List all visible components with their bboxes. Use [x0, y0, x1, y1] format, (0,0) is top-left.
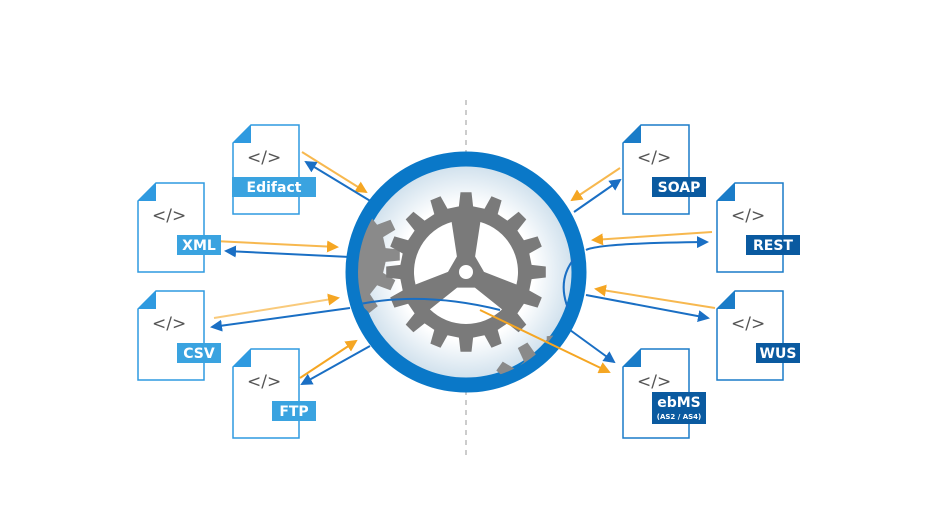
- folded-corner: [233, 125, 251, 143]
- document-soap: </> SOAP: [622, 124, 706, 215]
- doc-sublabel: (AS2 / AS4): [657, 413, 702, 421]
- folded-corner: [623, 125, 641, 143]
- doc-label-bg: [652, 392, 706, 424]
- code-icon: </>: [152, 206, 186, 226]
- doc-label: FTP: [279, 404, 308, 420]
- folded-corner: [717, 183, 735, 201]
- doc-label-bg: [177, 343, 221, 363]
- doc-label-bg: [272, 401, 316, 421]
- document-rest: </> REST: [716, 182, 800, 273]
- document-ebms: </> ebMS (AS2 / AS4): [622, 348, 706, 439]
- doc-label-bg: [746, 235, 800, 255]
- code-icon: </>: [637, 148, 671, 168]
- folded-corner: [623, 349, 641, 367]
- doc-label-bg: [756, 343, 800, 363]
- document-ftp: </> FTP: [232, 348, 316, 439]
- doc-label: XML: [182, 238, 216, 254]
- code-icon: </>: [247, 372, 281, 392]
- doc-label: REST: [753, 238, 793, 254]
- code-icon: </>: [731, 206, 765, 226]
- doc-label: ebMS: [657, 395, 701, 411]
- code-icon: </>: [247, 148, 281, 168]
- code-icon: </>: [731, 314, 765, 334]
- doc-label: Edifact: [247, 180, 302, 196]
- doc-label-bg: [177, 235, 221, 255]
- document-xml: </> XML: [137, 182, 221, 273]
- doc-label-bg: [232, 177, 316, 197]
- doc-label: WUS: [760, 346, 797, 362]
- document-wus: </> WUS: [716, 290, 800, 381]
- code-icon: </>: [152, 314, 186, 334]
- document-csv: </> CSV: [137, 290, 221, 381]
- folded-corner: [138, 183, 156, 201]
- document-edifact: </> Edifact: [232, 124, 316, 215]
- connection-arrows: [210, 151, 716, 385]
- code-icon: </>: [637, 372, 671, 392]
- hub: [345, 151, 611, 393]
- folded-corner: [233, 349, 251, 367]
- doc-label-bg: [652, 177, 706, 197]
- doc-label: SOAP: [658, 180, 701, 196]
- doc-label: CSV: [183, 346, 215, 362]
- folded-corner: [717, 291, 735, 309]
- folded-corner: [138, 291, 156, 309]
